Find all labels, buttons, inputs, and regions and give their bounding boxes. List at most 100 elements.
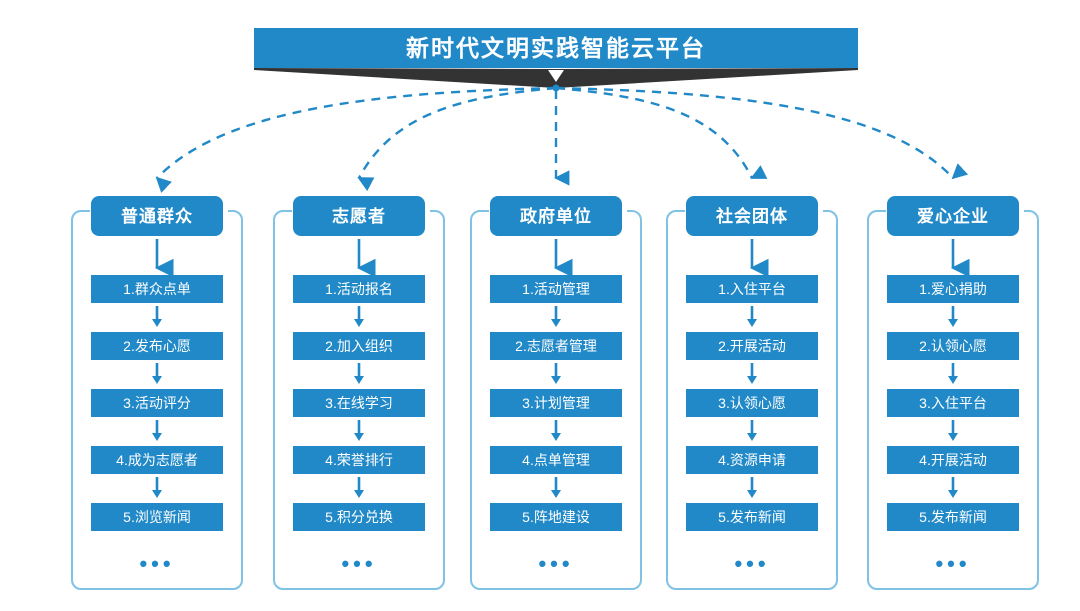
down-arrow-icon bbox=[551, 477, 561, 498]
item-connector bbox=[490, 417, 622, 446]
list-item[interactable]: 1.入住平台 bbox=[686, 275, 818, 303]
list-item-label: 5.发布新闻 bbox=[718, 509, 786, 525]
item-connector bbox=[293, 417, 425, 446]
column-header-label: 社会团体 bbox=[716, 206, 788, 226]
list-item[interactable]: 3.在线学习 bbox=[293, 389, 425, 417]
column-header-3[interactable]: 政府单位 bbox=[490, 196, 622, 236]
down-arrow-icon bbox=[354, 420, 364, 441]
down-arrow-icon bbox=[354, 477, 364, 498]
list-item-label: 4.资源申请 bbox=[718, 452, 786, 468]
list-item[interactable]: 5.积分兑换 bbox=[293, 503, 425, 531]
list-item-label: 3.活动评分 bbox=[123, 395, 191, 411]
page-title: 新时代文明实践智能云平台 bbox=[406, 34, 706, 61]
list-item[interactable]: 1.活动管理 bbox=[490, 275, 622, 303]
column-ellipsis-2: ••• bbox=[341, 551, 377, 576]
item-connector bbox=[887, 474, 1019, 503]
down-arrow-icon bbox=[551, 306, 561, 327]
list-item-label: 4.荣誉排行 bbox=[325, 452, 393, 468]
down-arrow-icon bbox=[948, 477, 958, 498]
item-connector bbox=[490, 474, 622, 503]
down-arrow-icon bbox=[747, 477, 757, 498]
list-item[interactable]: 3.入住平台 bbox=[887, 389, 1019, 417]
list-item-label: 2.志愿者管理 bbox=[515, 338, 597, 354]
list-item[interactable]: 4.成为志愿者 bbox=[91, 446, 223, 474]
column-items-1: 1.群众点单 2.发布心愿 3.活动评分 4.成为志愿者 5.浏览新闻 bbox=[91, 275, 223, 531]
down-arrow-icon bbox=[747, 420, 757, 441]
column-items-2: 1.活动报名 2.加入组织 3.在线学习 4.荣誉排行 5.积分兑换 bbox=[293, 275, 425, 531]
column-items-5: 1.爱心捐助 2.认领心愿 3.入住平台 4.开展活动 5.发布新闻 bbox=[887, 275, 1019, 531]
list-item[interactable]: 2.加入组织 bbox=[293, 332, 425, 360]
list-item-label: 2.加入组织 bbox=[325, 338, 393, 354]
column-header-2[interactable]: 志愿者 bbox=[293, 196, 425, 236]
list-item[interactable]: 4.资源申请 bbox=[686, 446, 818, 474]
list-item[interactable]: 1.爱心捐助 bbox=[887, 275, 1019, 303]
item-connector bbox=[887, 360, 1019, 389]
column-header-5[interactable]: 爱心企业 bbox=[887, 196, 1019, 236]
list-item[interactable]: 2.认领心愿 bbox=[887, 332, 1019, 360]
list-item-label: 2.开展活动 bbox=[718, 338, 786, 354]
down-arrow-icon bbox=[354, 306, 364, 327]
item-connector bbox=[91, 303, 223, 332]
column-ellipsis-4: ••• bbox=[734, 551, 770, 576]
list-item[interactable]: 3.活动评分 bbox=[91, 389, 223, 417]
column-header-label: 爱心企业 bbox=[917, 206, 989, 226]
list-item[interactable]: 1.活动报名 bbox=[293, 275, 425, 303]
connector-to-column-5 bbox=[555, 86, 969, 180]
column-items-3: 1.活动管理 2.志愿者管理 3.计划管理 4.点单管理 5.阵地建设 bbox=[490, 275, 622, 531]
list-item[interactable]: 5.浏览新闻 bbox=[91, 503, 223, 531]
list-item-label: 1.入住平台 bbox=[718, 281, 786, 297]
down-arrow-icon bbox=[152, 420, 162, 441]
item-connector bbox=[490, 360, 622, 389]
list-item-label: 5.浏览新闻 bbox=[123, 509, 191, 525]
item-connector bbox=[887, 303, 1019, 332]
item-connector bbox=[293, 303, 425, 332]
list-item[interactable]: 2.发布心愿 bbox=[91, 332, 223, 360]
platform-banner: 新时代文明实践智能云平台 bbox=[0, 0, 1080, 100]
list-item[interactable]: 1.群众点单 bbox=[91, 275, 223, 303]
list-item-label: 1.活动报名 bbox=[325, 281, 393, 297]
list-item[interactable]: 2.开展活动 bbox=[686, 332, 818, 360]
list-item-label: 3.在线学习 bbox=[325, 395, 393, 411]
column-ellipsis-1: ••• bbox=[139, 551, 175, 576]
item-connector bbox=[686, 360, 818, 389]
connector-to-column-1 bbox=[155, 86, 557, 193]
list-item[interactable]: 2.志愿者管理 bbox=[490, 332, 622, 360]
banner-ribbon-shadow bbox=[254, 68, 858, 88]
item-connector bbox=[887, 417, 1019, 446]
item-connector bbox=[91, 360, 223, 389]
list-item-label: 3.计划管理 bbox=[522, 395, 590, 411]
list-item-label: 5.发布新闻 bbox=[919, 509, 987, 525]
column-header-label: 志愿者 bbox=[332, 206, 386, 226]
list-item-label: 5.积分兑换 bbox=[325, 509, 393, 525]
list-item-label: 3.入住平台 bbox=[919, 395, 987, 411]
item-connector bbox=[686, 303, 818, 332]
item-connector bbox=[686, 417, 818, 446]
item-connector bbox=[293, 474, 425, 503]
column-ellipsis-5: ••• bbox=[935, 551, 971, 576]
list-item-label: 3.认领心愿 bbox=[718, 395, 786, 411]
list-item-label: 2.认领心愿 bbox=[919, 338, 987, 354]
item-connector bbox=[490, 303, 622, 332]
column-header-1[interactable]: 普通群众 bbox=[91, 196, 223, 236]
down-arrow-icon bbox=[354, 363, 364, 384]
down-arrow-icon bbox=[152, 477, 162, 498]
list-item-label: 5.阵地建设 bbox=[522, 509, 590, 525]
list-item[interactable]: 4.开展活动 bbox=[887, 446, 1019, 474]
list-item-label: 1.群众点单 bbox=[123, 281, 191, 297]
list-item[interactable]: 3.认领心愿 bbox=[686, 389, 818, 417]
list-item-label: 4.点单管理 bbox=[522, 452, 590, 468]
column-header-4[interactable]: 社会团体 bbox=[686, 196, 818, 236]
list-item[interactable]: 4.点单管理 bbox=[490, 446, 622, 474]
list-item-label: 2.发布心愿 bbox=[123, 338, 191, 354]
column-header-label: 政府单位 bbox=[520, 206, 592, 226]
down-arrow-icon bbox=[948, 420, 958, 441]
list-item[interactable]: 3.计划管理 bbox=[490, 389, 622, 417]
list-item-label: 1.爱心捐助 bbox=[919, 281, 987, 297]
list-item[interactable]: 5.阵地建设 bbox=[490, 503, 622, 531]
down-arrow-icon bbox=[551, 420, 561, 441]
list-item[interactable]: 5.发布新闻 bbox=[686, 503, 818, 531]
connector-to-column-2 bbox=[357, 86, 557, 192]
list-item[interactable]: 4.荣誉排行 bbox=[293, 446, 425, 474]
list-item[interactable]: 5.发布新闻 bbox=[887, 503, 1019, 531]
